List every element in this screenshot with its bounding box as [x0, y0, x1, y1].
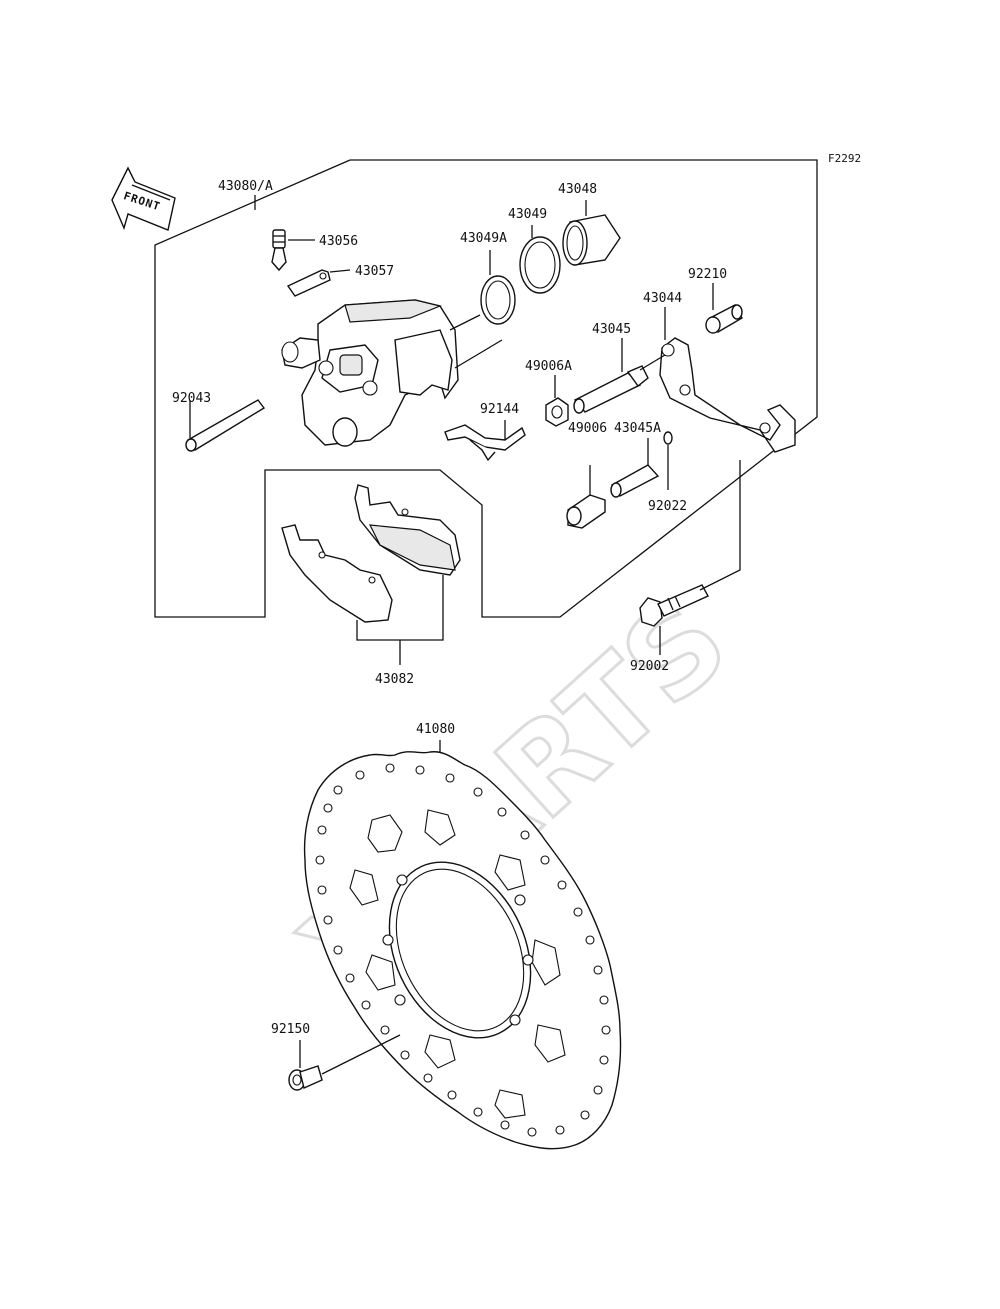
label-seal: 43049 [508, 207, 547, 222]
caliper-assy-outline [154, 159, 818, 618]
brake-pad-front [281, 524, 393, 623]
label-pad-spring: 92144 [480, 402, 519, 417]
brake-disc [303, 740, 622, 1150]
label-circlip: 92022 [648, 499, 687, 514]
circlip [663, 431, 673, 490]
boot-a [545, 375, 569, 427]
piston [562, 200, 621, 266]
label-bushing: 92210 [688, 267, 727, 282]
seal-a [480, 250, 516, 325]
bolt [639, 460, 741, 655]
bushing [705, 283, 743, 334]
diagram-code: F2292 [828, 152, 861, 165]
label-disc-bolt: 92150 [271, 1022, 310, 1037]
label-pad-pin: 92043 [172, 391, 211, 406]
sleeve-pin-a [610, 438, 660, 498]
boot [566, 465, 606, 529]
label-bracket: 43044 [643, 291, 682, 306]
bracket [659, 307, 796, 453]
label-sleeve-pin: 43045 [592, 322, 631, 337]
label-boot-a: 49006A [525, 359, 572, 374]
label-bleed-cap: 43057 [355, 264, 394, 279]
seal [519, 225, 561, 294]
front-arrow-icon: FRONT [111, 166, 176, 231]
sleeve-pin [573, 338, 666, 414]
label-caliper-assy: 43080/A [218, 179, 273, 194]
bleed-valve [271, 229, 315, 272]
caliper-body [281, 299, 459, 447]
pad-pin [185, 399, 266, 452]
label-pad-set: 43082 [375, 672, 414, 687]
caliper-piston-axis-2 [454, 339, 503, 369]
label-sleeve-pin-a: 43045A [614, 421, 661, 436]
brake-pad-rear [354, 484, 461, 576]
bleed-cap [286, 269, 351, 297]
pad-spring [444, 420, 526, 462]
label-piston: 43048 [558, 182, 597, 197]
caliper-piston-axis [449, 314, 481, 331]
label-seal-a: 43049A [460, 231, 507, 246]
label-boot: 49006 [568, 421, 607, 436]
label-bleed-valve: 43056 [319, 234, 358, 249]
label-disc: 41080 [416, 722, 455, 737]
label-bolt: 92002 [630, 659, 669, 674]
disc-bolt [288, 1034, 401, 1091]
